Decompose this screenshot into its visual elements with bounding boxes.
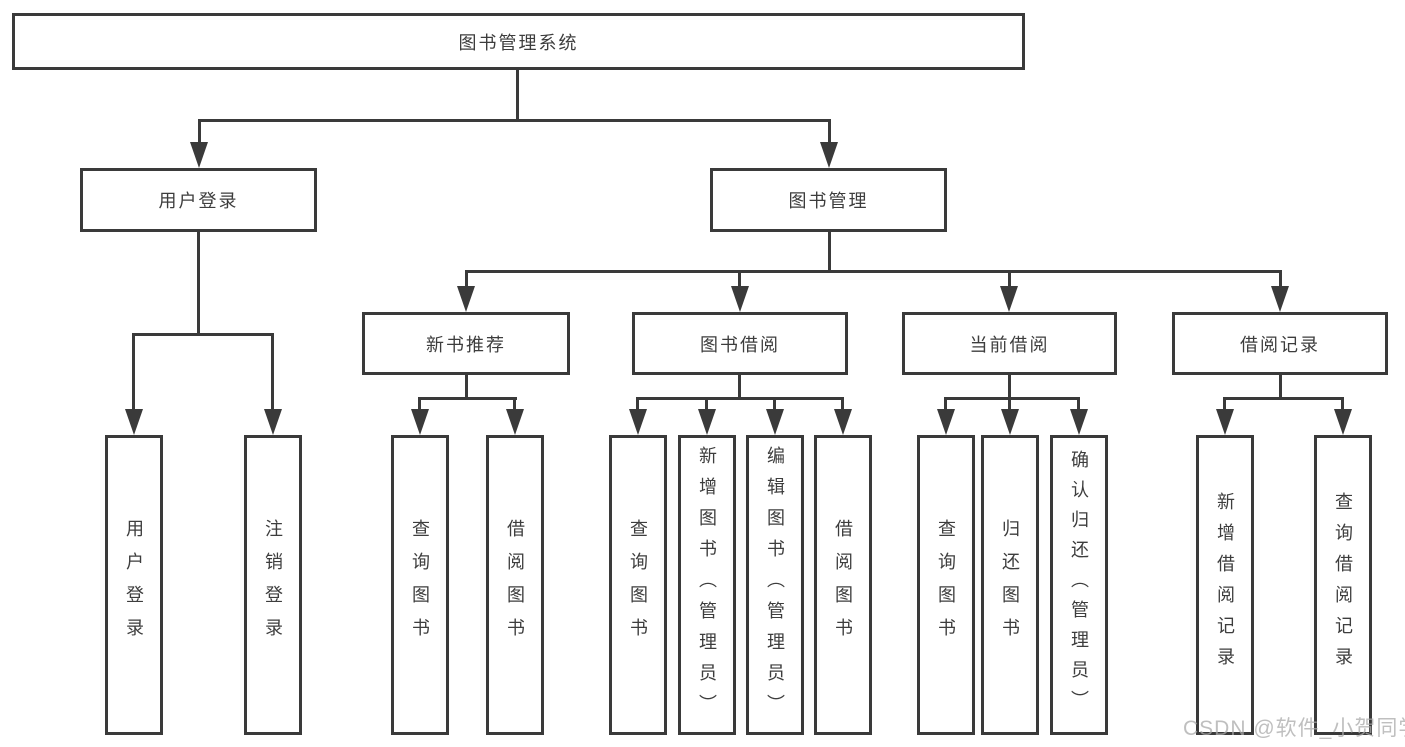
connector-line [1008,397,1011,412]
connector-line [198,119,201,145]
connector-arrow [411,409,429,435]
node-current-borrow: 当前借阅 [902,312,1117,375]
leaf-user-login: 用户登录 [105,435,163,735]
leaf-query-book-borrow: 查询图书 [609,435,667,735]
connector-arrow [937,409,955,435]
connector-arrow [698,409,716,435]
node-new-book-recommend: 新书推荐 [362,312,570,375]
connector-arrow [629,409,647,435]
connector-line [705,397,708,412]
connector-line [1008,375,1011,400]
leaf-add-book-admin: 新增图书（管理员） [678,435,736,735]
leaf-add-borrow-record: 新增借阅记录 [1196,435,1254,735]
connector-line [1077,397,1080,412]
connector-arrow [766,409,784,435]
connector-line [516,70,519,122]
connector-arrow [1334,409,1352,435]
connector-line [271,333,274,412]
connector-arrow [1000,286,1018,312]
connector-line [944,397,947,412]
csdn-watermark: CSDN @软件_小贺同学 [1183,717,1405,740]
node-book-management: 图书管理 [710,168,947,232]
connector-arrow [264,409,282,435]
connector-line [198,119,831,122]
leaf-edit-book-admin: 编辑图书（管理员） [746,435,804,735]
connector-line [465,270,468,289]
leaf-query-borrow-record: 查询借阅记录 [1314,435,1372,735]
connector-line [636,397,639,412]
connector-line [1279,270,1282,289]
leaf-borrow-book-recommend: 借阅图书 [486,435,544,735]
leaf-logout: 注销登录 [244,435,302,735]
connector-line [1223,397,1226,412]
connector-line [1341,397,1344,412]
connector-line [738,270,741,289]
connector-line [418,397,421,412]
connector-line [773,397,776,412]
connector-line [944,397,1080,400]
leaf-borrow-book: 借阅图书 [814,435,872,735]
connector-line [1223,397,1343,400]
connector-arrow [1271,286,1289,312]
connector-line [513,397,516,412]
connector-line [465,375,468,400]
connector-line [1279,375,1282,400]
connector-line [418,397,517,400]
leaf-confirm-return-admin: 确认归还（管理员） [1050,435,1108,735]
leaf-query-book-current: 查询图书 [917,435,975,735]
connector-arrow [1070,409,1088,435]
leaf-return-book: 归还图书 [981,435,1039,735]
connector-arrow [1001,409,1019,435]
connector-line [132,333,135,412]
connector-line [738,375,741,400]
node-book-borrow: 图书借阅 [632,312,848,375]
connector-arrow [457,286,475,312]
connector-arrow [820,142,838,168]
connector-line [828,119,831,145]
connector-arrow [834,409,852,435]
connector-arrow [731,286,749,312]
node-root-library-system: 图书管理系统 [12,13,1025,70]
connector-line [828,232,831,273]
connector-line [465,270,1282,273]
connector-arrow [506,409,524,435]
connector-line [636,397,844,400]
connector-line [197,232,200,336]
node-user-login: 用户登录 [80,168,317,232]
connector-arrow [190,142,208,168]
connector-line [1008,270,1011,289]
connector-arrow [1216,409,1234,435]
connector-line [132,333,274,336]
node-borrow-record: 借阅记录 [1172,312,1388,375]
connector-line [841,397,844,412]
connector-arrow [125,409,143,435]
leaf-query-book-recommend: 查询图书 [391,435,449,735]
